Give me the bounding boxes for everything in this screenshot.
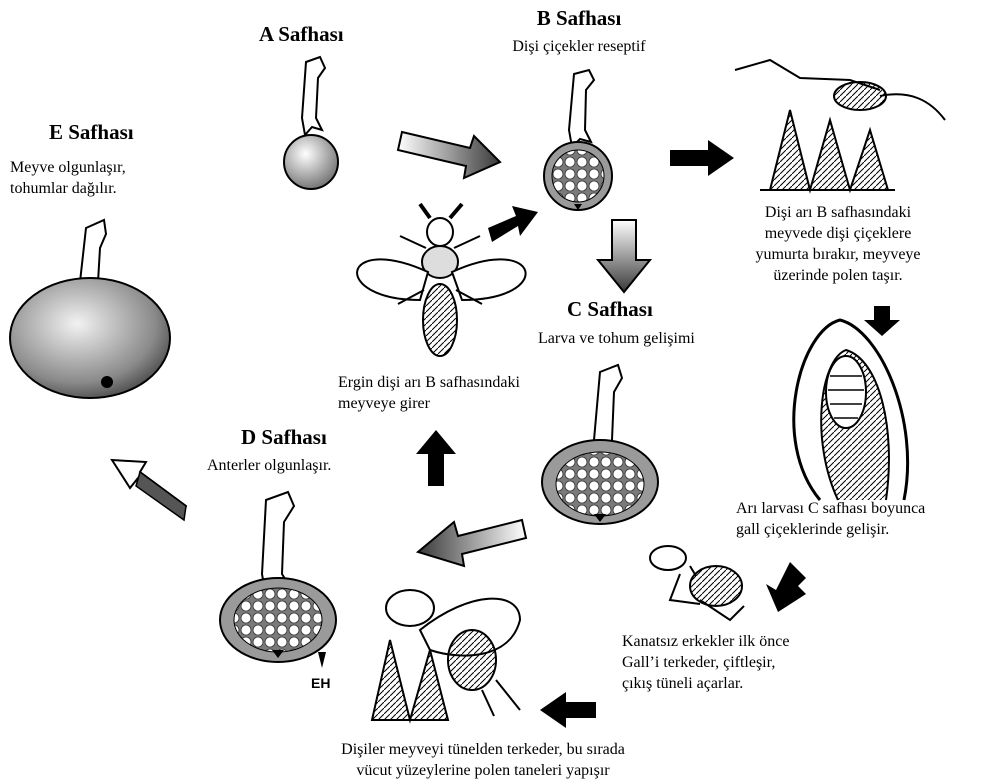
stage-b-title: B Safhası bbox=[516, 6, 642, 30]
arrow-d-to-e bbox=[112, 460, 186, 520]
note-adult-female-line-2: meyveye girer bbox=[338, 393, 430, 414]
note-females-exit-line-2: vücut yüzeylerine polen taneleri yapışır bbox=[296, 760, 670, 781]
stage-c-fig bbox=[542, 365, 658, 524]
stage-c-caption: Larva ve tohum gelişimi bbox=[538, 328, 695, 349]
arrow-a-to-b bbox=[398, 132, 500, 178]
eh-pointer-icon bbox=[318, 652, 326, 668]
stage-b-caption: Dişi çiçekler reseptif bbox=[486, 36, 672, 57]
stage-e-caption-line-2: tohumlar dağılır. bbox=[10, 178, 117, 199]
stage-d-caption: Anterler olgunlaşır. bbox=[207, 455, 331, 476]
arrow-larva-to-males bbox=[766, 562, 806, 612]
arrow-d-to-adult bbox=[416, 430, 456, 486]
arrow-b-to-egg-laying bbox=[670, 140, 734, 176]
females-exiting-illustration bbox=[372, 590, 520, 720]
note-adult-female-line-1: Ergin dişi arı B safhasındaki bbox=[338, 372, 520, 393]
note-egg-laying-line-1: Dişi arı B safhasındaki bbox=[722, 202, 954, 223]
stage-a-fig bbox=[284, 57, 338, 189]
note-egg-laying-line-3: yumurta bırakır, meyveye bbox=[722, 244, 954, 265]
arrow-males-to-exit bbox=[540, 692, 596, 728]
note-larva-line-1: Arı larvası C safhası boyunca bbox=[736, 498, 925, 519]
eh-label: EH bbox=[311, 673, 330, 694]
wingless-male-wasp-illustration bbox=[650, 546, 744, 620]
arrow-c-to-d bbox=[418, 520, 526, 566]
arrow-egg-to-larva bbox=[864, 306, 900, 336]
note-egg-laying-line-2: meyvede dişi çiçeklere bbox=[722, 223, 954, 244]
stage-a-title: A Safhası bbox=[259, 22, 344, 46]
note-egg-laying-line-4: üzerinde polen taşır. bbox=[722, 265, 954, 286]
note-males-line-3: çıkış tüneli açarlar. bbox=[622, 673, 743, 694]
note-females-exit-line-1: Dişiler meyveyi tünelden terkeder, bu sı… bbox=[296, 739, 670, 760]
stage-b-fig bbox=[544, 70, 612, 210]
stage-c-title: C Safhası bbox=[567, 297, 653, 321]
note-males-line-1: Kanatsız erkekler ilk önce bbox=[622, 631, 789, 652]
note-larva-line-2: gall çiçeklerinde gelişir. bbox=[736, 519, 889, 540]
stage-d-fig bbox=[220, 492, 336, 668]
stage-e-fig bbox=[10, 220, 170, 398]
larva-in-gall-illustration bbox=[794, 320, 908, 500]
stage-e-caption-line-1: Meyve olgunlaşır, bbox=[10, 157, 126, 178]
note-males-line-2: Gall’i terkeder, çiftleşir, bbox=[622, 652, 775, 673]
arrow-wasp-to-b bbox=[488, 206, 538, 242]
arrow-b-to-c bbox=[598, 220, 650, 292]
stage-d-title: D Safhası bbox=[241, 425, 327, 449]
stage-e-title: E Safhası bbox=[49, 120, 134, 144]
wasp-egg-laying-illustration bbox=[735, 60, 945, 190]
